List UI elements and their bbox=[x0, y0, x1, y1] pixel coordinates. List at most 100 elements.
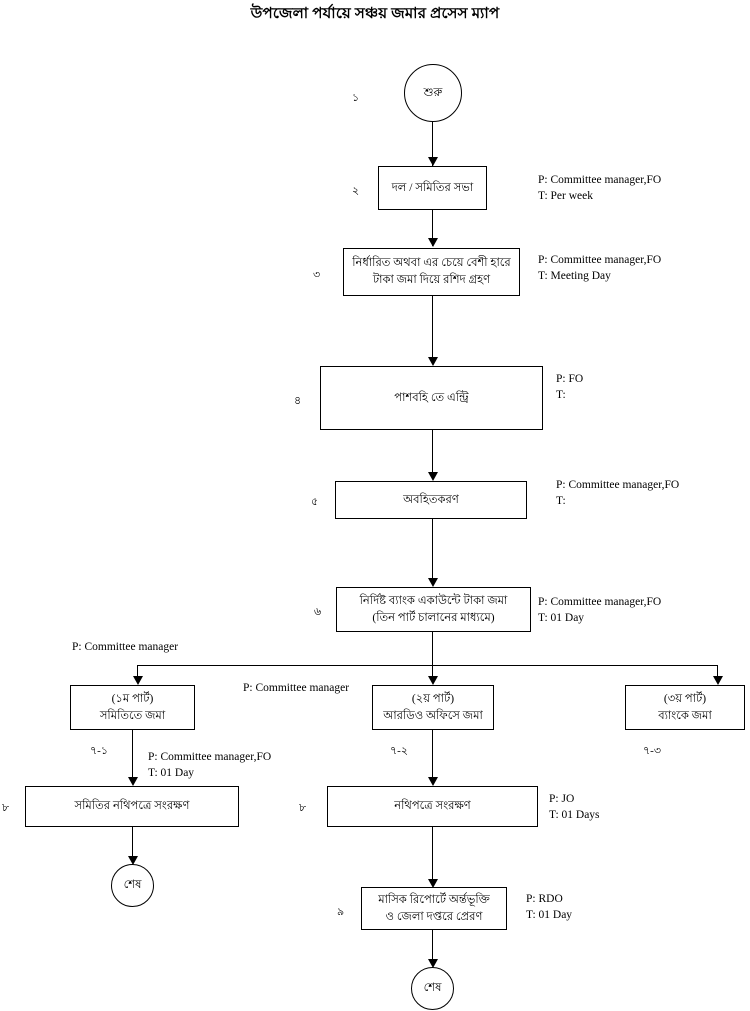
end-terminator-left[interactable]: শেষ bbox=[111, 864, 154, 907]
node-7-2-box[interactable]: (২য় পার্ট) আরডিও অফিসে জমা bbox=[372, 685, 494, 730]
node-7-2-label-line2: আরডিও অফিসে জমা bbox=[383, 709, 483, 722]
annotation-node-9-person: P: RDO bbox=[526, 893, 563, 905]
arrowhead-to-node-7-2 bbox=[428, 676, 438, 685]
annotation-node-7-2: P: Committee manager bbox=[243, 680, 349, 696]
connector-3-to-4 bbox=[432, 296, 433, 358]
connector-4-to-5 bbox=[432, 430, 433, 474]
arrowhead-to-node-5 bbox=[428, 472, 438, 481]
connector-7-1-to-8 bbox=[132, 730, 133, 778]
annotation-node-9: P: RDO T: 01 Day bbox=[526, 891, 572, 924]
annotation-node-7-2-person: P: Committee manager bbox=[243, 682, 350, 694]
node-8-left-box[interactable]: সমিতির নথিপত্রে সংরক্ষণ bbox=[25, 786, 239, 827]
annotation-node-4: P: FO T: bbox=[556, 371, 583, 404]
annotation-node-2-person: P: Committee manager,FO bbox=[538, 174, 662, 186]
arrowhead-to-end-left bbox=[128, 856, 138, 865]
node-2-label: দল / সমিতির সভা bbox=[391, 181, 474, 194]
annotation-node-5-person: P: Committee manager,FO bbox=[556, 479, 680, 491]
node-3-box[interactable]: নির্ধারিত অথবা এর চেয়ে বেশী হারে টাকা জ… bbox=[343, 248, 520, 296]
step-number-2: ২ bbox=[352, 185, 360, 197]
arrowhead-to-node-8-left bbox=[128, 777, 138, 786]
connector-8-center-to-9 bbox=[432, 827, 433, 881]
page-title: উপজেলা পর্যায়ে সঞ্চয় জমার প্রসেস ম্যাপ bbox=[250, 6, 500, 22]
step-number-3: ৩ bbox=[313, 269, 321, 281]
connector-2-to-3 bbox=[432, 210, 433, 246]
step-number-7-2: ৭-২ bbox=[390, 745, 408, 757]
step-number-8-left: ৮ bbox=[2, 802, 10, 814]
split-branch-right bbox=[717, 665, 718, 678]
end-terminator-left-label: শেষ bbox=[123, 879, 142, 891]
arrowhead-to-node-8-center bbox=[428, 777, 438, 786]
end-terminator-center[interactable]: শেষ bbox=[411, 967, 454, 1010]
node-7-3-label-line1: (৩য় পার্ট) bbox=[663, 692, 707, 705]
split-bus-horizontal bbox=[137, 665, 717, 666]
start-label: শুরু bbox=[423, 86, 443, 99]
node-5-box[interactable]: অবহিতকরণ bbox=[335, 481, 527, 519]
step-number-8-center-left-marker: ৮ bbox=[299, 802, 307, 814]
node-6-label-line1: নির্দিষ্ট ব্যাংক একাউন্টে টাকা জমা bbox=[359, 594, 508, 607]
arrowhead-to-node-4 bbox=[428, 357, 438, 366]
annotation-node-8-left: P: Committee manager,FO T: 01 Day bbox=[148, 749, 271, 782]
node-3-label-line1: নির্ধারিত অথবা এর চেয়ে বেশী হারে bbox=[352, 257, 511, 270]
node-7-3-label-line2: ব্যাংকে জমা bbox=[658, 709, 712, 722]
annotation-node-7-1: P: Committee manager bbox=[72, 639, 178, 655]
step-number-9: ৯ bbox=[337, 906, 345, 918]
arrowhead-to-node-6 bbox=[428, 578, 438, 587]
arrowhead-to-node-7-1 bbox=[133, 676, 143, 685]
annotation-node-8-center-person: P: JO bbox=[549, 793, 575, 805]
connector-1-to-2 bbox=[432, 122, 433, 166]
node-7-1-label-line1: (১ম পার্ট) bbox=[111, 692, 154, 705]
node-4-box[interactable]: পাশবহি তে এন্ট্রি bbox=[320, 366, 543, 430]
node-9-label-line1: মাসিক রিপোর্টে অর্ন্তভূক্তি bbox=[378, 893, 490, 906]
annotation-node-2: P: Committee manager,FO T: Per week bbox=[538, 172, 661, 205]
node-3-label-line2: টাকা জমা দিয়ে রশিদ গ্রহণ bbox=[372, 274, 491, 286]
split-branch-left bbox=[137, 665, 138, 678]
annotation-node-9-time: T: 01 Day bbox=[526, 909, 573, 922]
step-number-5: ৫ bbox=[311, 496, 319, 508]
node-7-3-box[interactable]: (৩য় পার্ট) ব্যাংকে জমা bbox=[625, 685, 745, 730]
annotation-node-3: P: Committee manager,FO T: Meeting Day bbox=[538, 252, 661, 285]
node-6-label-line2: (তিন পার্ট চালানের মাধ্যমে) bbox=[372, 611, 495, 624]
annotation-node-7-1-person: P: Committee manager bbox=[72, 641, 179, 653]
annotation-node-8-left-time: T: 01 Day bbox=[148, 767, 195, 780]
node-9-label-line2: ও জেলা দপ্তরে প্রেরণ bbox=[385, 910, 483, 923]
annotation-node-6-time: T: 01 Day bbox=[538, 612, 585, 625]
connector-5-to-6 bbox=[432, 519, 433, 581]
split-branch-center bbox=[432, 665, 433, 678]
node-6-box[interactable]: নির্দিষ্ট ব্যাংক একাউন্টে টাকা জমা (তিন … bbox=[336, 587, 531, 632]
node-8-center-box[interactable]: নথিপত্রে সংরক্ষণ bbox=[327, 786, 538, 827]
annotation-node-5-time: T: bbox=[556, 495, 566, 508]
end-terminator-center-label: শেষ bbox=[423, 982, 442, 994]
step-number-1: ১ bbox=[352, 92, 360, 104]
node-7-1-box[interactable]: (১ম পার্ট) সমিতিতে জমা bbox=[70, 685, 195, 730]
node-7-1-label-line2: সমিতিতে জমা bbox=[99, 709, 166, 722]
connector-6-to-split bbox=[432, 632, 433, 665]
annotation-node-3-person: P: Committee manager,FO bbox=[538, 254, 662, 266]
arrowhead-to-node-9 bbox=[428, 879, 438, 888]
annotation-node-4-person: P: FO bbox=[556, 373, 584, 385]
node-8-left-label: সমিতির নথিপত্রে সংরক্ষণ bbox=[74, 800, 190, 813]
annotation-node-8-left-person: P: Committee manager,FO bbox=[148, 751, 272, 763]
annotation-node-8-center: P: JO T: 01 Days bbox=[549, 791, 600, 824]
node-9-box[interactable]: মাসিক রিপোর্টে অর্ন্তভূক্তি ও জেলা দপ্তর… bbox=[361, 887, 507, 930]
node-7-2-label-line1: (২য় পার্ট) bbox=[411, 692, 455, 705]
annotation-node-8-center-time: T: 01 Days bbox=[549, 809, 600, 822]
step-number-7-3: ৭-৩ bbox=[643, 745, 661, 757]
node-4-label: পাশবহি তে এন্ট্রি bbox=[394, 391, 469, 404]
arrowhead-to-node-3 bbox=[428, 238, 438, 247]
connector-9-to-end bbox=[432, 930, 433, 963]
connector-8-left-to-end bbox=[132, 827, 133, 860]
step-number-4: ৪ bbox=[294, 395, 302, 407]
annotation-node-2-time: T: Per week bbox=[538, 190, 593, 203]
annotation-node-6-person: P: Committee manager,FO bbox=[538, 596, 662, 608]
node-5-label: অবহিতকরণ bbox=[403, 493, 459, 506]
node-2-box[interactable]: দল / সমিতির সভা bbox=[378, 166, 487, 210]
annotation-node-3-time: T: Meeting Day bbox=[538, 270, 611, 283]
annotation-node-4-time: T: bbox=[556, 389, 566, 402]
arrowhead-to-end-center bbox=[428, 959, 438, 968]
arrowhead-to-node-7-3 bbox=[713, 676, 723, 685]
annotation-node-6: P: Committee manager,FO T: 01 Day bbox=[538, 594, 661, 627]
start-terminator[interactable]: শুরু bbox=[404, 64, 462, 122]
step-number-6: ৬ bbox=[314, 606, 322, 618]
annotation-node-5: P: Committee manager,FO T: bbox=[556, 477, 679, 510]
